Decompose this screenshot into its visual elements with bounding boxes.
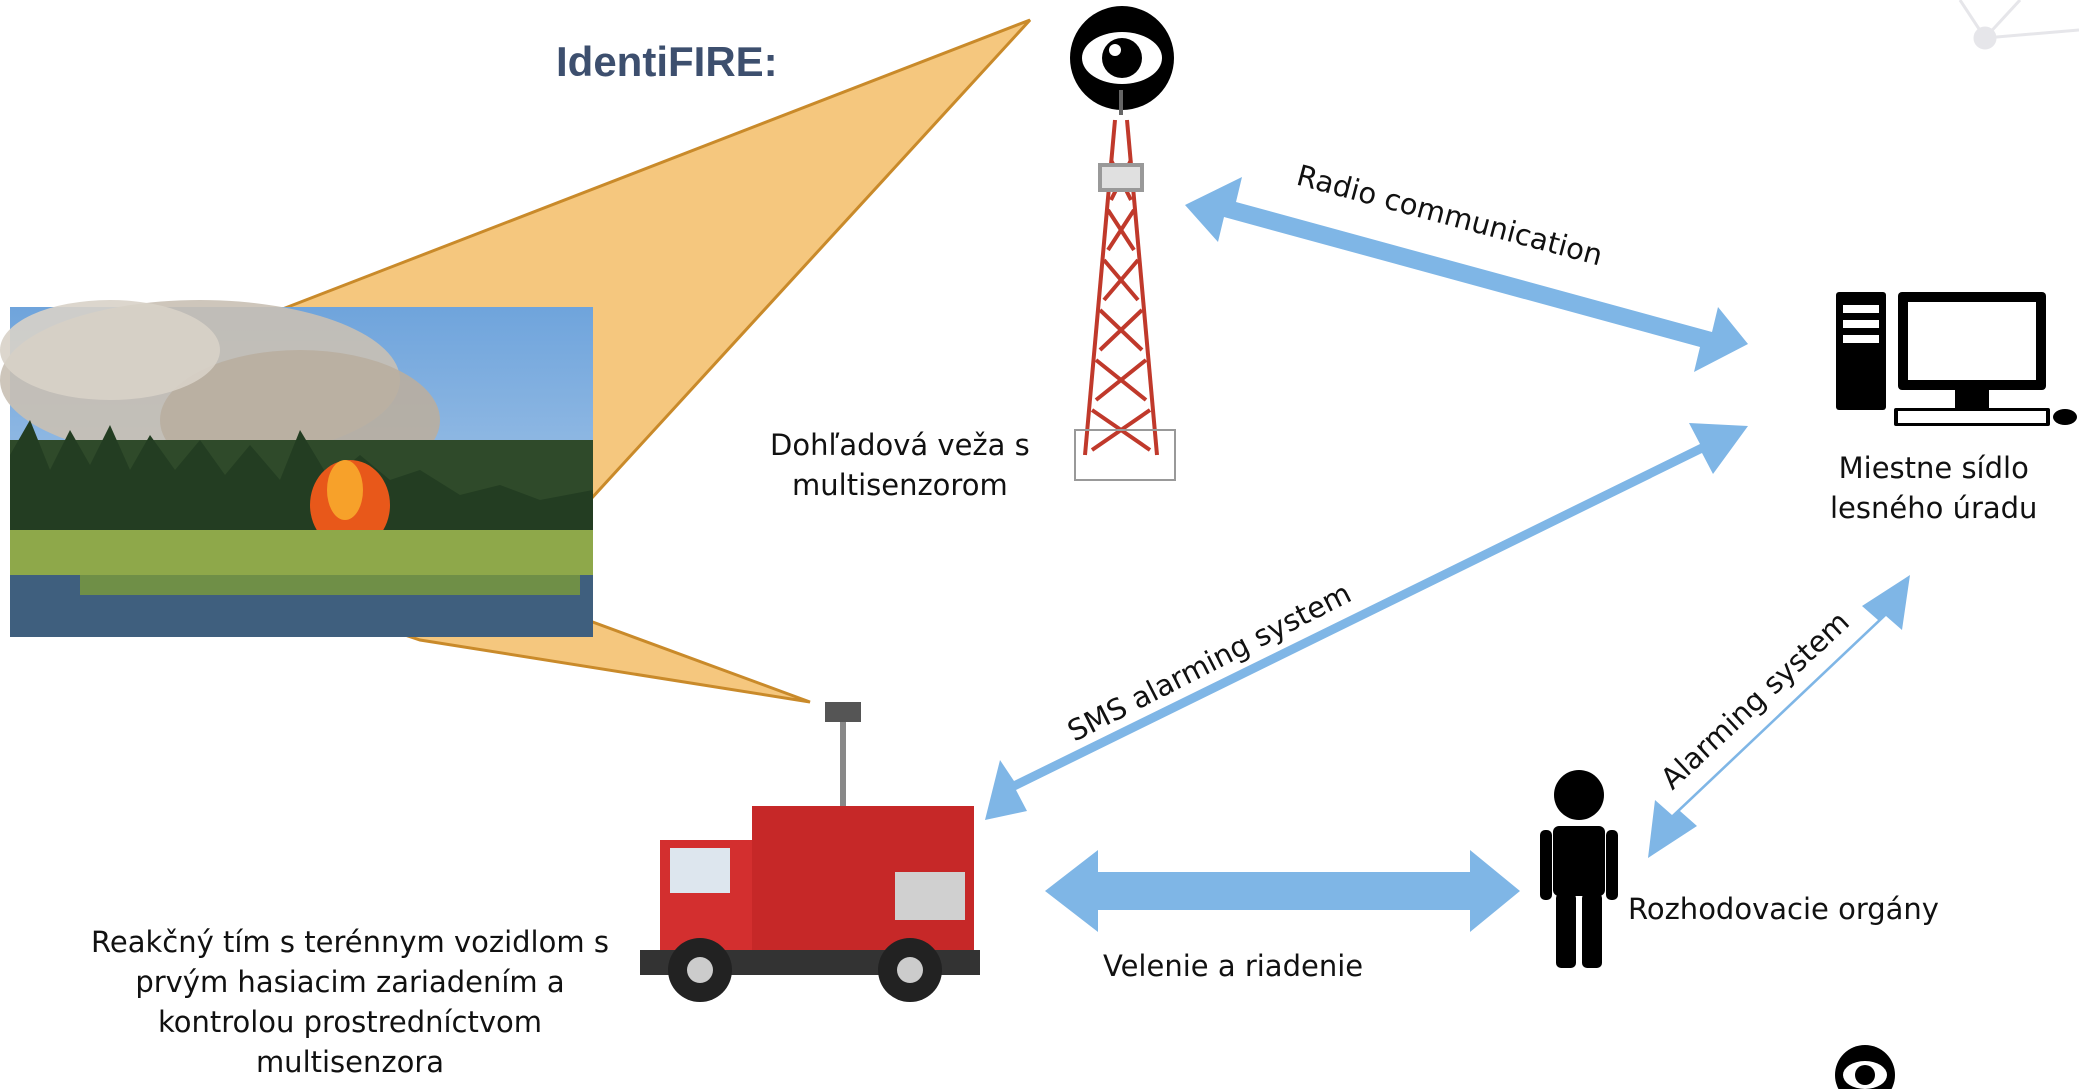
tower-label: Dohľadová veža s multisenzorom	[770, 428, 1030, 502]
computer-icon	[1836, 292, 2077, 426]
person-label: Rozhodovacie orgány	[1628, 892, 1939, 926]
radio-arrow	[1185, 177, 1748, 372]
command-arrow	[1045, 850, 1520, 932]
diagram-title: IdentiFIRE:	[556, 38, 778, 85]
office-label-line-2: lesného úradu	[1830, 491, 2038, 525]
truck-label-line-4: multisenzora	[255, 1045, 445, 1079]
fire-truck-icon	[640, 702, 980, 1002]
forest-fire-photo	[0, 300, 593, 637]
office-label: Miestne sídlo lesného úradu	[1830, 448, 2037, 528]
truck-label-line-3: kontrolou prostredníctvom	[157, 1005, 543, 1039]
alarm-arrow	[1648, 575, 1910, 858]
truck-label-line-1: Reakčný tím s terénnym vozidlom s	[91, 925, 609, 959]
office-label-line-1: Miestne sídlo	[1838, 451, 2029, 485]
truck-label-line-2: prvým hasiacim zariadením a	[135, 965, 565, 999]
arrows	[985, 177, 1910, 932]
sms-arrow	[985, 423, 1748, 820]
corner-decoration	[1958, 0, 2079, 50]
surveillance-tower-icon	[1074, 90, 1176, 481]
decision-maker-person-icon	[1540, 770, 1618, 968]
eye-logo-small-icon	[1835, 1045, 1895, 1089]
command-link-label: Velenie a riadenie	[1103, 949, 1364, 983]
truck-label: Reakčný tím s terénnym vozidlom s prvým …	[80, 922, 620, 1082]
eye-logo-icon	[1070, 6, 1174, 110]
